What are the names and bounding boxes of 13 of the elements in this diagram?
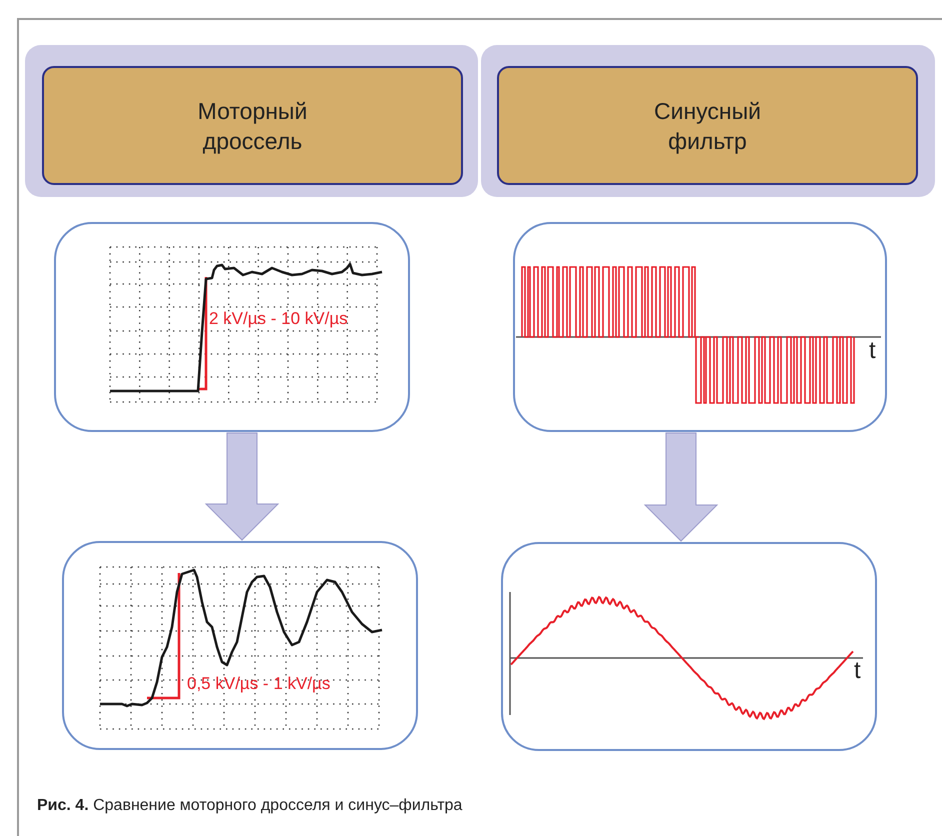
- title-text: Синусный фильтр: [653, 96, 762, 156]
- header-band: [25, 45, 478, 197]
- title-text: Моторный дроссель: [196, 96, 308, 156]
- header-band: [481, 45, 935, 197]
- block-arrow: [644, 432, 718, 542]
- slew-rate-label: 0,5 kV/µs - 1 kV/µs: [187, 673, 330, 695]
- axis-label: t: [854, 657, 861, 685]
- block-arrow: [204, 432, 280, 541]
- figure-caption: Рис. 4. Сравнение моторного дросселя и синус–фильтра: [37, 796, 462, 816]
- title-box: [497, 66, 918, 185]
- axis-label: t: [869, 337, 876, 365]
- slew-rate-label: 2 kV/µs - 10 kV/µs: [209, 308, 348, 330]
- title-box: [42, 66, 463, 185]
